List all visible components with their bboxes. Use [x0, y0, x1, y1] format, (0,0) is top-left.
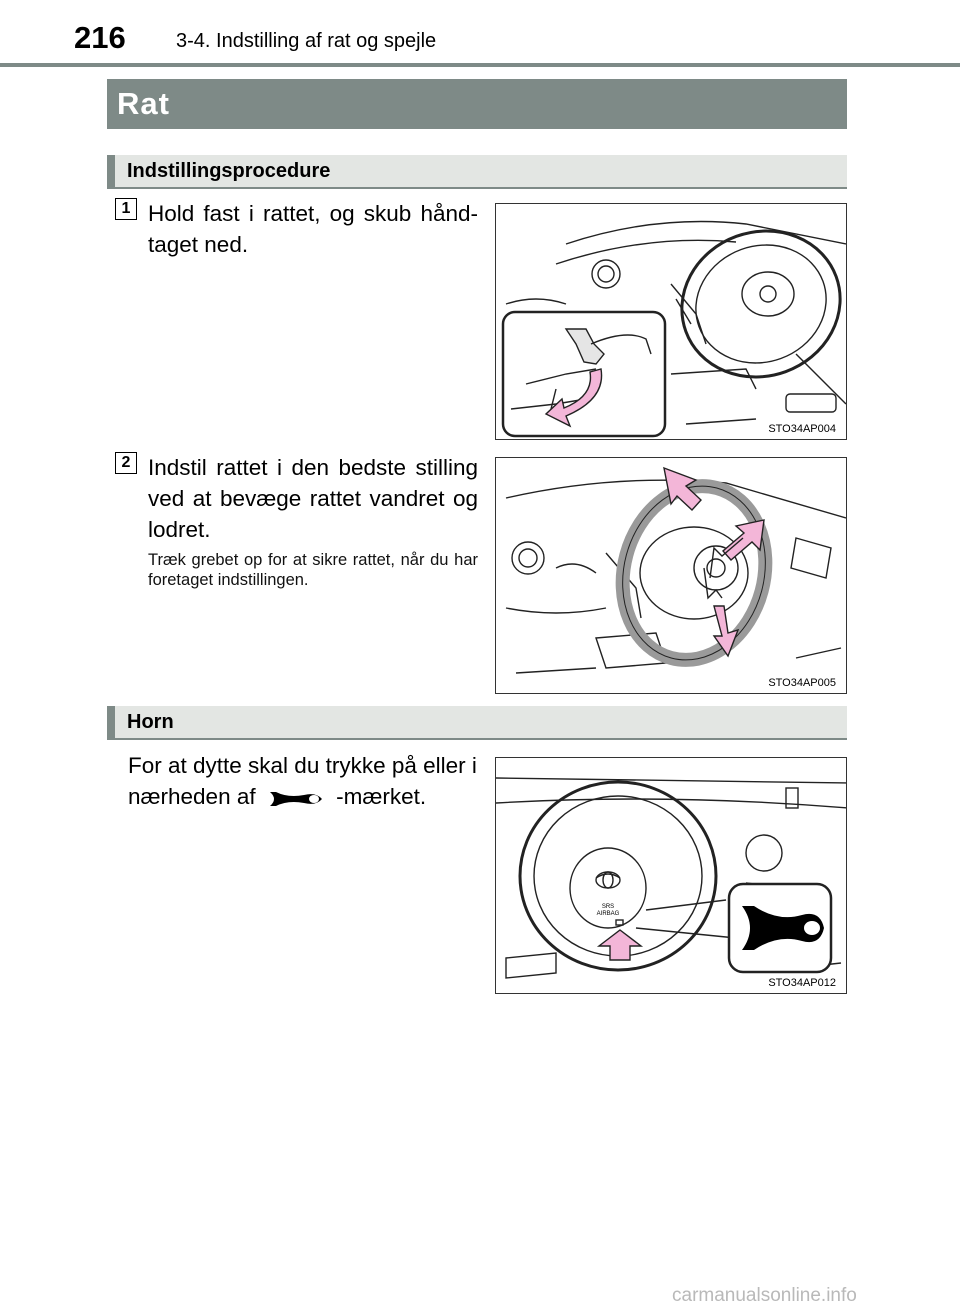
figure-code: STO34AP004 [766, 423, 838, 435]
tilt-up-arrow [663, 466, 702, 511]
step-2-note: Træk grebet op for at sikre rattet, når … [148, 551, 478, 589]
watermark: carmanualsonline.info [672, 1285, 857, 1306]
horn-text-after: -mærket. [336, 784, 427, 809]
horizontal-arrow-right [722, 519, 765, 561]
figure-horn: SRS AIRBAG STO34AP012 [495, 757, 847, 994]
push-down-arrow [544, 368, 603, 428]
step-number-1: 1 [115, 198, 137, 220]
subsection-horn: Horn [107, 706, 847, 740]
running-header: 3-4. Indstilling af rat og spejle [176, 30, 437, 52]
step-number-2: 2 [115, 452, 137, 474]
subsection-title: Indstillingsprocedure [127, 160, 331, 182]
figure-code: STO34AP012 [766, 977, 838, 989]
figure-adjust-wheel: STO34AP005 [495, 457, 847, 694]
horn-icon [742, 906, 824, 950]
detail-inset [501, 310, 667, 438]
subsection-title: Horn [127, 711, 174, 733]
page-number: 216 [74, 20, 126, 55]
step-1-text: Hold fast i rattet, og skub hånd-taget n… [148, 201, 478, 257]
subsection-adjust-procedure: Indstillingsprocedure [107, 155, 847, 189]
subsection-bar [107, 155, 115, 189]
horn-icon-callout [727, 882, 833, 974]
tilt-down-arrow [712, 605, 740, 658]
subsection-bar [107, 706, 115, 740]
figure-code: STO34AP005 [766, 677, 838, 689]
press-arrow [596, 929, 644, 961]
horn-text-before: For at dytte skal du trykke på eller i n… [128, 753, 477, 809]
horn-pad-illustration: SRS AIRBAG [496, 777, 846, 979]
step-2-text: Indstil rattet i den bedste stilling ved… [148, 455, 478, 542]
wheel-adjustment-illustration [505, 466, 846, 674]
airbag-label-srs: SRS [602, 904, 614, 910]
steering-lever-illustration [501, 220, 846, 438]
figure-release-lever: STO34AP004 [495, 203, 847, 440]
horn-instruction: For at dytte skal du trykke på eller i n… [128, 750, 478, 812]
horn-icon [268, 787, 324, 809]
header-rule [0, 63, 960, 67]
airbag-label-airbag: AIRBAG [597, 911, 620, 917]
section-title: Rat [107, 79, 847, 129]
